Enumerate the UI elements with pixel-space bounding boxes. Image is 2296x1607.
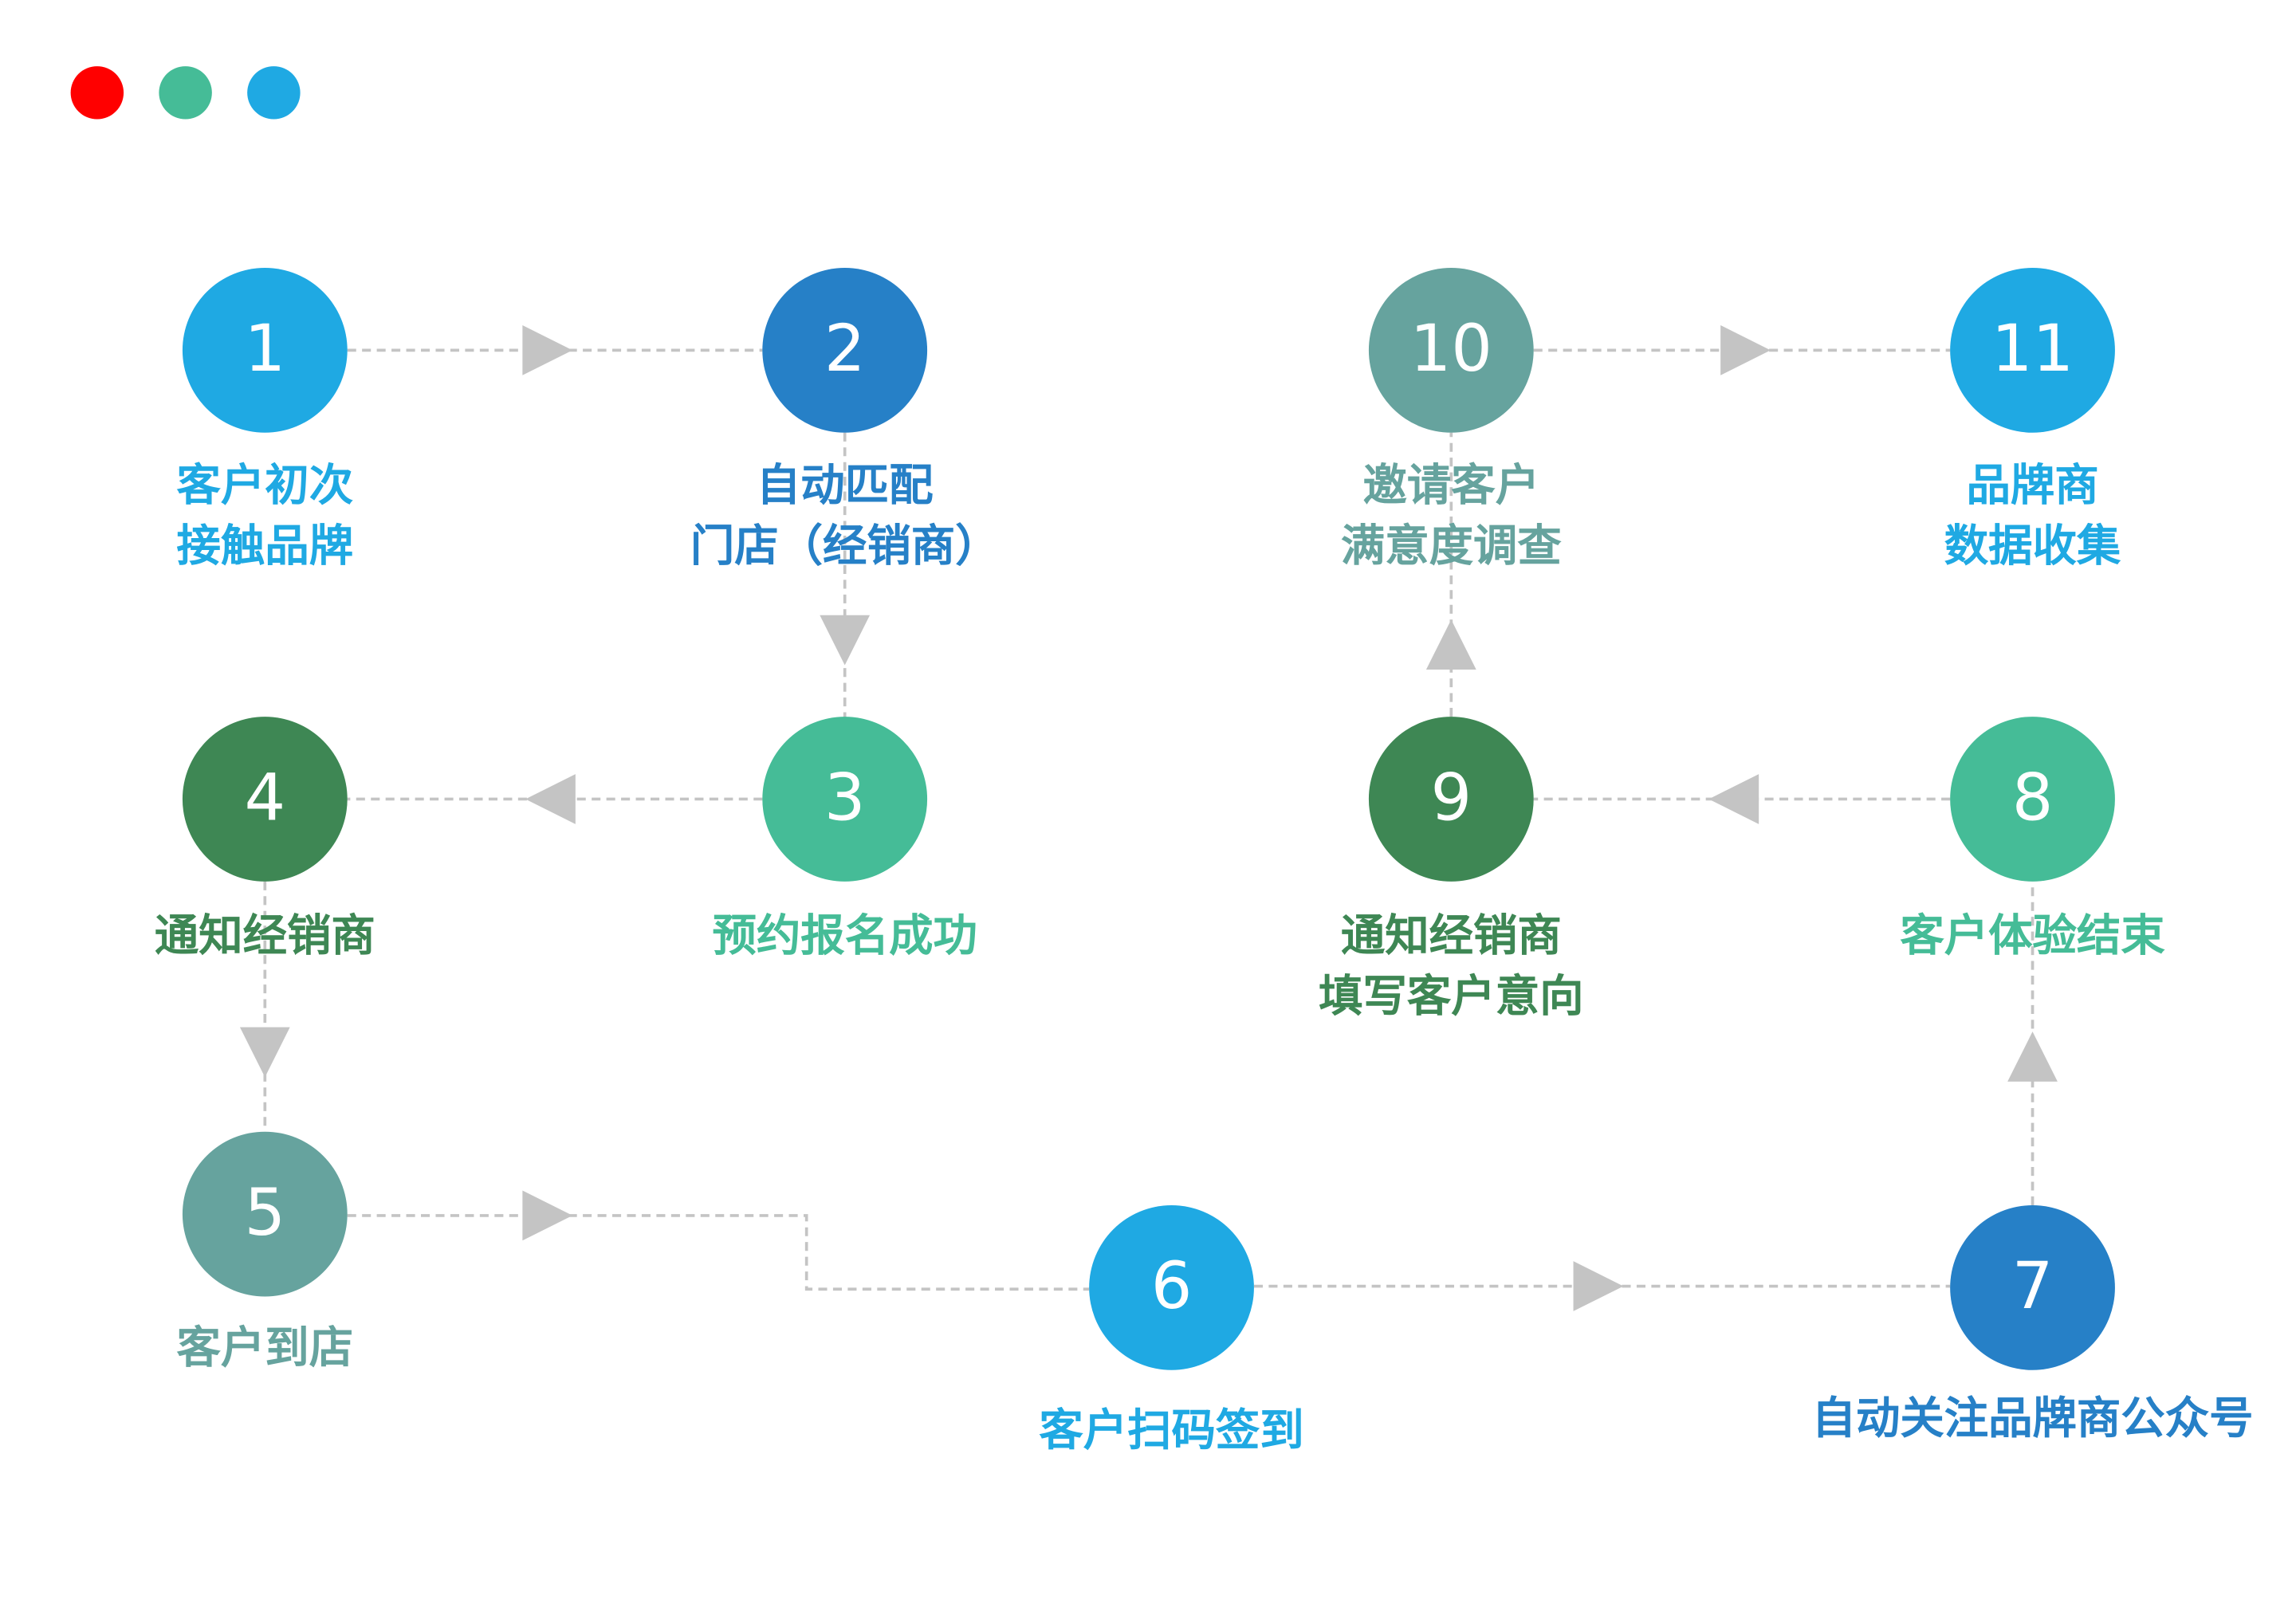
- arrow-1-2: [522, 325, 573, 375]
- step-node-11: 11: [1950, 268, 2115, 433]
- step-label-2: 自动匹配门店（经销商）: [506, 456, 1183, 576]
- step-label-line: 填写客户意向: [1319, 971, 1584, 1024]
- step-label-4: 通知经销商: [0, 906, 603, 967]
- step-label-6: 客户扫码签到: [833, 1401, 1510, 1462]
- step-label-line: 预约报名成功: [712, 910, 977, 963]
- step-label-1: 客户初次接触品牌: [0, 456, 603, 576]
- arrow-8-9: [1708, 774, 1759, 824]
- arrow-5-6: [522, 1190, 573, 1241]
- step-node-5: 5: [182, 1131, 348, 1297]
- arrow-3-4: [525, 774, 576, 824]
- step-node-8: 8: [1950, 717, 2115, 882]
- step-label-5: 客户到店: [0, 1318, 603, 1379]
- step-label-line: 自动匹配: [756, 460, 934, 513]
- step-label-line: 通知经销商: [1340, 910, 1562, 963]
- connector-5-6: [347, 1214, 1090, 1291]
- step-number: 4: [244, 760, 286, 836]
- arrow-2-3: [820, 615, 871, 666]
- step-label-9: 通知经销商填写客户意向: [1113, 906, 1790, 1027]
- step-label-line: 客户扫码签到: [1039, 1405, 1304, 1457]
- step-number: 1: [244, 312, 286, 387]
- step-label-11: 品牌商数据收集: [1694, 456, 2296, 576]
- step-node-6: 6: [1089, 1205, 1254, 1370]
- step-label-8: 客户体验结束: [1694, 906, 2296, 967]
- step-number: 10: [1409, 312, 1493, 387]
- step-label-line: 接触品牌: [176, 521, 354, 573]
- arrow-4-5: [239, 1027, 290, 1078]
- arrow-6-7: [1573, 1261, 1624, 1311]
- arrow-10-11: [1720, 325, 1771, 375]
- step-node-3: 3: [762, 717, 928, 882]
- step-label-line: 门店（经销商）: [690, 521, 1000, 573]
- step-number: 6: [1150, 1249, 1193, 1325]
- step-node-1: 1: [182, 268, 348, 433]
- step-label-7: 自动关注品牌商公众号: [1694, 1389, 2296, 1450]
- step-label-line: 自动关注品牌商公众号: [1811, 1393, 2254, 1445]
- step-label-line: 邀请客户: [1362, 460, 1540, 513]
- step-number: 9: [1430, 760, 1472, 836]
- step-node-2: 2: [762, 268, 928, 433]
- step-label-line: 客户体验结束: [1900, 910, 2165, 963]
- step-node-4: 4: [182, 717, 348, 882]
- step-node-7: 7: [1950, 1205, 2115, 1370]
- window-minimize-dot[interactable]: [159, 66, 212, 120]
- step-node-9: 9: [1368, 717, 1534, 882]
- window-close-dot[interactable]: [70, 66, 124, 120]
- step-label-line: 数据收集: [1944, 521, 2121, 573]
- step-number: 11: [1991, 312, 2074, 387]
- step-number: 8: [2011, 760, 2054, 836]
- step-label-line: 通知经销商: [154, 910, 375, 963]
- step-label-line: 满意度调查: [1340, 521, 1562, 573]
- arrow-7-8: [2007, 1031, 2058, 1082]
- step-label-line: 品牌商: [1966, 460, 2099, 513]
- step-number: 2: [824, 312, 866, 387]
- arrow-9-10: [1425, 619, 1476, 670]
- step-node-10: 10: [1368, 268, 1534, 433]
- step-label-3: 预约报名成功: [506, 906, 1183, 967]
- step-number: 3: [824, 760, 866, 836]
- window-maximize-dot[interactable]: [247, 66, 301, 120]
- step-number: 7: [2011, 1249, 2054, 1325]
- step-label-line: 客户到店: [176, 1322, 354, 1375]
- step-label-10: 邀请客户满意度调查: [1113, 456, 1790, 576]
- step-label-line: 客户初次: [176, 460, 354, 513]
- step-number: 5: [244, 1176, 286, 1251]
